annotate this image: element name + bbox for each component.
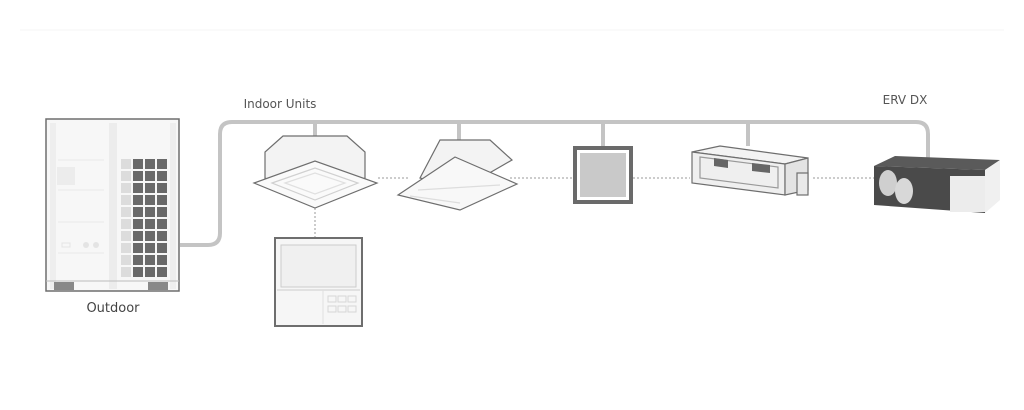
grille-cell [157,207,167,217]
grille-cell [133,267,143,277]
grille-cell [145,255,155,265]
grille-cell [121,195,131,205]
grille-cell [145,231,155,241]
grille-cell [145,243,155,253]
grille-cell [133,243,143,253]
grille-cell [121,231,131,241]
one-way-cassette-unit [396,139,519,211]
grille-cell [157,243,167,253]
grille-cell [133,171,143,181]
grille-cell [133,255,143,265]
grille-cell [145,159,155,169]
refrigerant-pipe [180,120,930,247]
grille-cell [157,231,167,241]
grille-cell [145,183,155,193]
grille-cell [121,267,131,277]
grille-cell [121,171,131,181]
grille-cell [157,183,167,193]
grille-cell [121,207,131,217]
grille-cell [157,255,167,265]
outdoor-unit [45,118,180,292]
grille-cell [121,183,131,193]
grille-cell [157,195,167,205]
grille-cell [133,159,143,169]
control-wiring [314,177,875,238]
grille-cell [133,231,143,241]
grille-cell [145,171,155,181]
grille-cell [121,255,131,265]
outdoor-label: Outdoor [86,301,140,316]
grille-cell [145,207,155,217]
ducted-unit [691,145,809,196]
grille-cell [121,219,131,229]
grille-cell [133,195,143,205]
indoor-units-label: Indoor Units [244,97,317,111]
grille-cell [121,243,131,253]
grille-cell [157,267,167,277]
remote-controller [274,237,363,327]
grille-cell [133,219,143,229]
grille-cell [145,267,155,277]
grille-cell [157,171,167,181]
console-unit [573,146,633,204]
grille-cell [145,195,155,205]
four-way-cassette-unit [252,135,379,209]
grille-cell [133,183,143,193]
grille-cell [157,219,167,229]
grille-cell [121,159,131,169]
erv-unit [874,156,1000,213]
erv-label: ERV DX [883,93,928,107]
grille-cell [145,219,155,229]
grille-cell [157,159,167,169]
grille-cell [133,207,143,217]
fan-grille [121,159,167,277]
